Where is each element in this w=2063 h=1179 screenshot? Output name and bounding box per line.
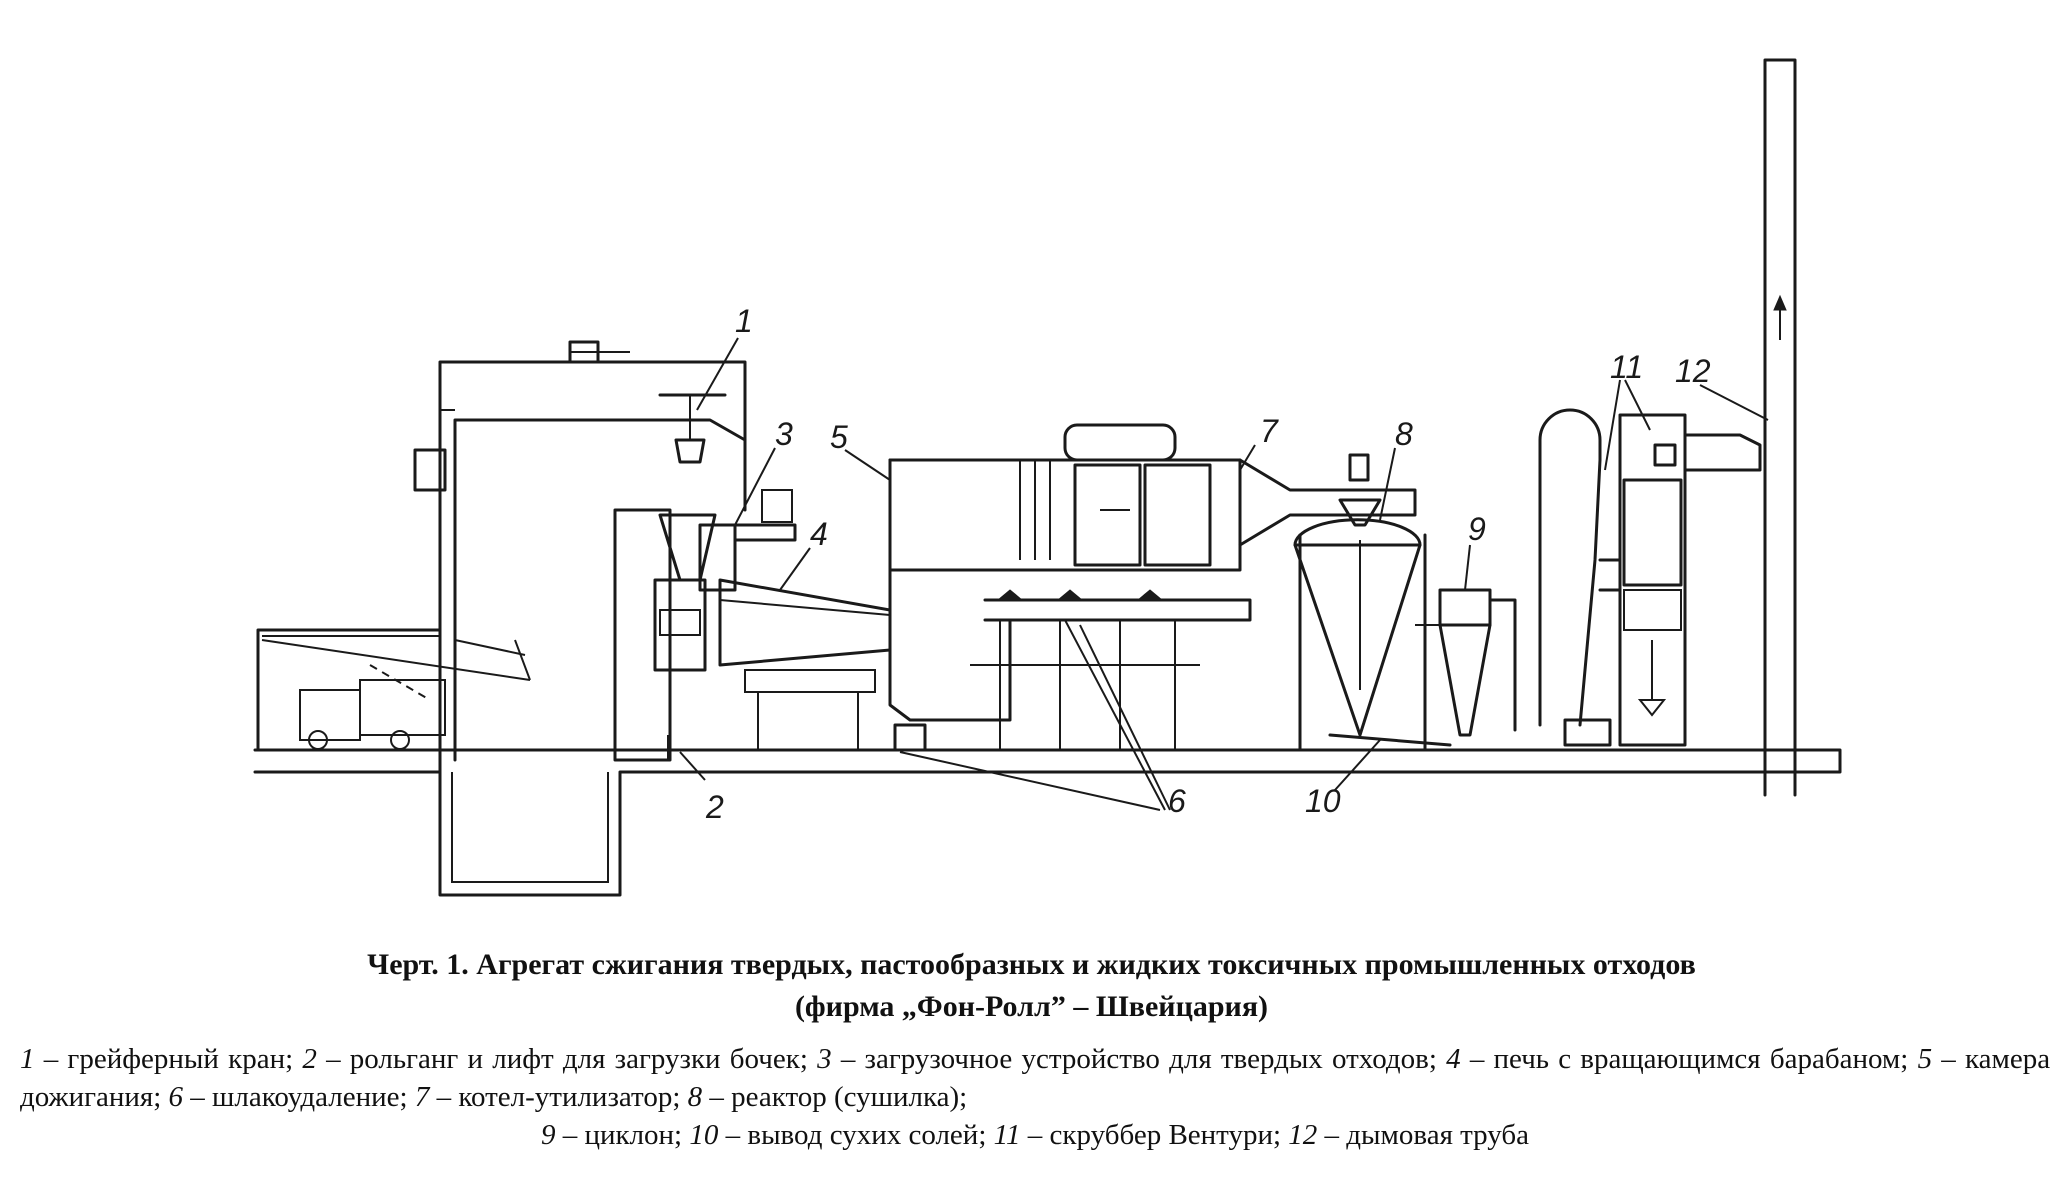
afterburner-chamber (888, 423, 1242, 752)
label-12: 12 (1675, 353, 1711, 389)
legend-num-2: 2 (302, 1043, 317, 1075)
legend-row-last: 9 – циклон; 10 – вывод сухих солей; 11 –… (20, 1116, 2050, 1154)
label-3: 3 (775, 416, 793, 452)
label-4: 4 (810, 516, 828, 552)
label-7: 7 (1260, 413, 1279, 449)
reactor-dryer (1293, 453, 1452, 752)
legend-num-12: 12 (1288, 1119, 1318, 1151)
label-5: 5 (830, 419, 848, 455)
legend-text-2: – рольганг и лифт для загрузки бочек; (326, 1043, 808, 1075)
legend-text-12: – дымовая труба (1324, 1119, 1530, 1151)
label-2: 2 (705, 789, 724, 825)
legend-text-10: – вывод сухих солей; (725, 1119, 987, 1151)
legend-num-6: 6 (168, 1081, 184, 1113)
label-10: 10 (1305, 783, 1341, 819)
venturi-scrubber (1538, 408, 1762, 747)
leader-lines (679, 337, 1769, 811)
incineration-plant-drawing: 1 2 3 4 5 6 7 8 9 10 11 12 (253, 58, 1842, 897)
label-8: 8 (1395, 416, 1413, 452)
legend-text-6: – шлакоудаление; (190, 1081, 408, 1113)
figure-legend: 1 – грейферный кран; 2 – рольганг и лифт… (20, 1040, 2050, 1154)
legend-text-7: – котел-утилизатор; (436, 1081, 681, 1113)
cyclone (1415, 588, 1517, 737)
figure-caption-title: Черт. 1. Агрегат сжигания твердых, пасто… (367, 948, 1696, 981)
waste-heat-boiler (970, 458, 1417, 750)
legend-text-3: – загрузочное устройство для твердых отх… (840, 1043, 1437, 1075)
ground-floor (253, 748, 1842, 897)
legend-text-1: – грейферный кран; (43, 1043, 294, 1075)
legend-num-8: 8 (687, 1081, 703, 1113)
chimney (1763, 58, 1797, 797)
label-6: 6 (1168, 783, 1186, 819)
grab-crane (658, 393, 727, 464)
label-9: 9 (1468, 511, 1486, 547)
legend-num-1: 1 (20, 1043, 35, 1075)
label-1: 1 (735, 303, 753, 339)
legend-num-7: 7 (414, 1081, 430, 1113)
figure-caption-subtitle: (фирма „Фон-Ролл” – Швейцария) (794, 990, 1269, 1023)
legend-row-1: 1 – грейферный кран; 2 – рольганг и лифт… (20, 1040, 2050, 1116)
legend-text-4: – печь с вращающимся барабаном; (1469, 1043, 1909, 1075)
solid-waste-loader (613, 489, 797, 762)
legend-num-5: 5 (1917, 1043, 1933, 1075)
legend-num-3: 3 (817, 1043, 832, 1075)
bunker-building (413, 340, 747, 774)
legend-text-9: – циклон; (562, 1119, 683, 1151)
label-11: 11 (1610, 349, 1643, 385)
rotary-kiln (718, 578, 892, 750)
legend-num-4: 4 (1446, 1043, 1461, 1075)
truck-bay (256, 628, 531, 752)
legend-num-10: 10 (689, 1119, 719, 1151)
legend-text-11: – скруббер Вентури; (1027, 1119, 1282, 1151)
legend-text-8: – реактор (сушилка); (709, 1081, 968, 1113)
legend-num-11: 11 (993, 1119, 1021, 1151)
legend-num-9: 9 (540, 1119, 556, 1151)
legend-text-5: – камера дожигания; (20, 1043, 2051, 1113)
